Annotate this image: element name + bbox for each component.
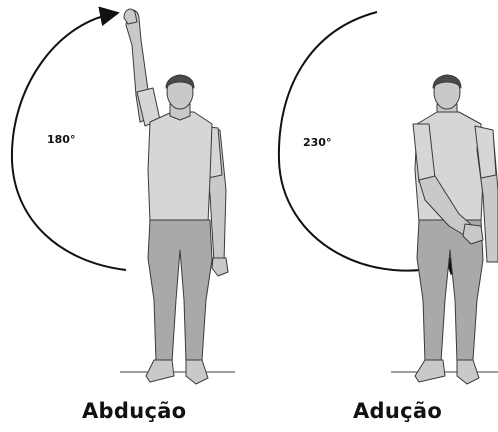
abduction-figure: [10, 6, 235, 385]
adduction-figure: [277, 11, 498, 385]
adduction-angle-label: 230°: [303, 136, 332, 149]
abduction-panel: 180° Abdução: [10, 6, 235, 423]
arrow-icon: [277, 11, 467, 276]
adduction-panel: 230° Adução: [249, 0, 498, 432]
person-figure: [123, 8, 229, 385]
person-figure: [412, 74, 498, 385]
arrow-icon: [10, 6, 127, 271]
abduction-caption: Abdução: [82, 399, 187, 423]
abduction-angle-label: 180°: [47, 133, 76, 146]
adduction-caption: Adução: [353, 399, 443, 423]
